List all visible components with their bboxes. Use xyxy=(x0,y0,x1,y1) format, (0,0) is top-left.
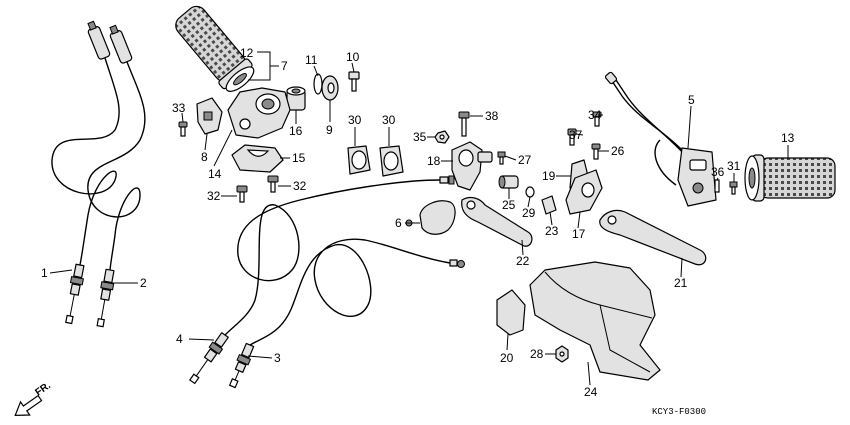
callout-23: 23 xyxy=(545,224,559,238)
callout-21: 21 xyxy=(674,276,688,290)
thin-ring xyxy=(313,73,323,95)
leader-lines xyxy=(49,51,789,386)
callout-5: 5 xyxy=(688,93,695,107)
callout-6: 6 xyxy=(395,216,402,230)
clutch-cable-lower xyxy=(249,238,451,346)
lever-bracket-bolt xyxy=(458,111,470,137)
callout-28: 28 xyxy=(530,347,544,361)
callout-1: 1 xyxy=(41,266,48,280)
throttle-grip xyxy=(175,5,255,92)
hand-guard-insert xyxy=(496,289,526,336)
callout-20: 20 xyxy=(500,351,514,365)
small-screw-33 xyxy=(178,121,188,137)
callout-34: 34 xyxy=(588,108,602,122)
housing-screw-left xyxy=(236,185,248,203)
callout-17: 17 xyxy=(572,227,586,241)
throttle-cable-return xyxy=(87,61,146,271)
switch-pin-36 xyxy=(714,179,720,193)
callout-14: 14 xyxy=(208,167,222,181)
cable-clamp-a xyxy=(347,145,371,175)
pivot-bolt-25 xyxy=(498,175,519,189)
housing-screw-right xyxy=(267,175,279,193)
callout-25: 25 xyxy=(502,198,516,212)
callout-7: 7 xyxy=(281,59,288,73)
clutch-cable-lower-end xyxy=(228,342,255,389)
nut-28 xyxy=(555,345,569,363)
callout-8: 8 xyxy=(201,150,208,164)
clutch-cable-lower-fitting xyxy=(449,259,465,268)
throttle-cable-pull-end-fitting xyxy=(65,263,85,325)
callout-26: 26 xyxy=(611,144,625,158)
callout-4: 4 xyxy=(176,332,183,346)
callout-24: 24 xyxy=(584,385,598,399)
throttle-cable-housing-a xyxy=(87,20,111,60)
clutch-cable-upper xyxy=(224,179,441,336)
callout-30-a: 30 xyxy=(348,113,362,127)
callouts: 12 7 11 10 33 16 9 30 30 38 5 34 13 35 3… xyxy=(41,46,795,399)
callout-18: 18 xyxy=(427,154,441,168)
clutch-lever-bracket xyxy=(451,141,493,191)
callout-35: 35 xyxy=(413,130,427,144)
screw-37 xyxy=(567,128,577,146)
callout-36: 36 xyxy=(711,165,725,179)
callout-13: 13 xyxy=(781,131,795,145)
callout-19: 19 xyxy=(542,169,556,183)
diagram-code: KCY3-F0300 xyxy=(652,407,706,417)
throttle-housing-lower xyxy=(231,144,284,173)
callout-32-b: 32 xyxy=(207,189,221,203)
callout-38: 38 xyxy=(485,109,499,123)
cable-clamp-b xyxy=(379,145,404,177)
callout-22: 22 xyxy=(516,254,530,268)
front-direction-arrow-icon xyxy=(14,394,43,416)
callout-32-a: 32 xyxy=(293,179,307,193)
lever-boot-cover xyxy=(405,200,456,235)
callout-3: 3 xyxy=(274,351,281,365)
hand-guard xyxy=(529,261,661,381)
right-grip xyxy=(744,154,836,202)
throttle-cable-housing-b xyxy=(109,24,133,64)
screw-31 xyxy=(729,181,738,195)
screw-26 xyxy=(591,143,601,160)
callout-27: 27 xyxy=(518,153,532,167)
callout-29: 29 xyxy=(522,206,536,220)
callout-9: 9 xyxy=(326,123,333,137)
grip-end-bolt xyxy=(348,71,360,92)
switch-assembly xyxy=(604,71,717,207)
washer xyxy=(321,75,339,101)
throttle-cable-return-end-fitting xyxy=(96,268,115,328)
throttle-cable-pull xyxy=(51,57,120,266)
front-direction-label: FR. xyxy=(33,380,53,398)
callout-15: 15 xyxy=(292,151,306,165)
callout-12: 12 xyxy=(240,46,254,60)
clip-23 xyxy=(541,195,557,215)
screw-34 xyxy=(592,111,602,127)
cable-guide-block xyxy=(196,97,223,135)
brake-lever xyxy=(599,209,707,266)
callout-16: 16 xyxy=(289,124,303,138)
callout-11: 11 xyxy=(305,53,318,67)
throttle-pipe-collar xyxy=(286,86,306,111)
throttle-housing-upper xyxy=(227,87,291,139)
callout-33: 33 xyxy=(172,101,186,115)
clutch-cable-upper-fitting xyxy=(439,175,455,185)
washer-29 xyxy=(525,186,535,198)
clutch-lever xyxy=(461,196,533,247)
clutch-cable-upper-end xyxy=(189,332,229,385)
screw-27 xyxy=(497,151,506,165)
callout-10: 10 xyxy=(346,50,360,64)
callout-37: 37 xyxy=(569,128,583,142)
callout-30-b: 30 xyxy=(382,113,396,127)
lever-holder-17 xyxy=(565,169,603,215)
callout-2: 2 xyxy=(140,276,147,290)
callout-31: 31 xyxy=(727,159,741,173)
nut-35 xyxy=(434,130,450,144)
